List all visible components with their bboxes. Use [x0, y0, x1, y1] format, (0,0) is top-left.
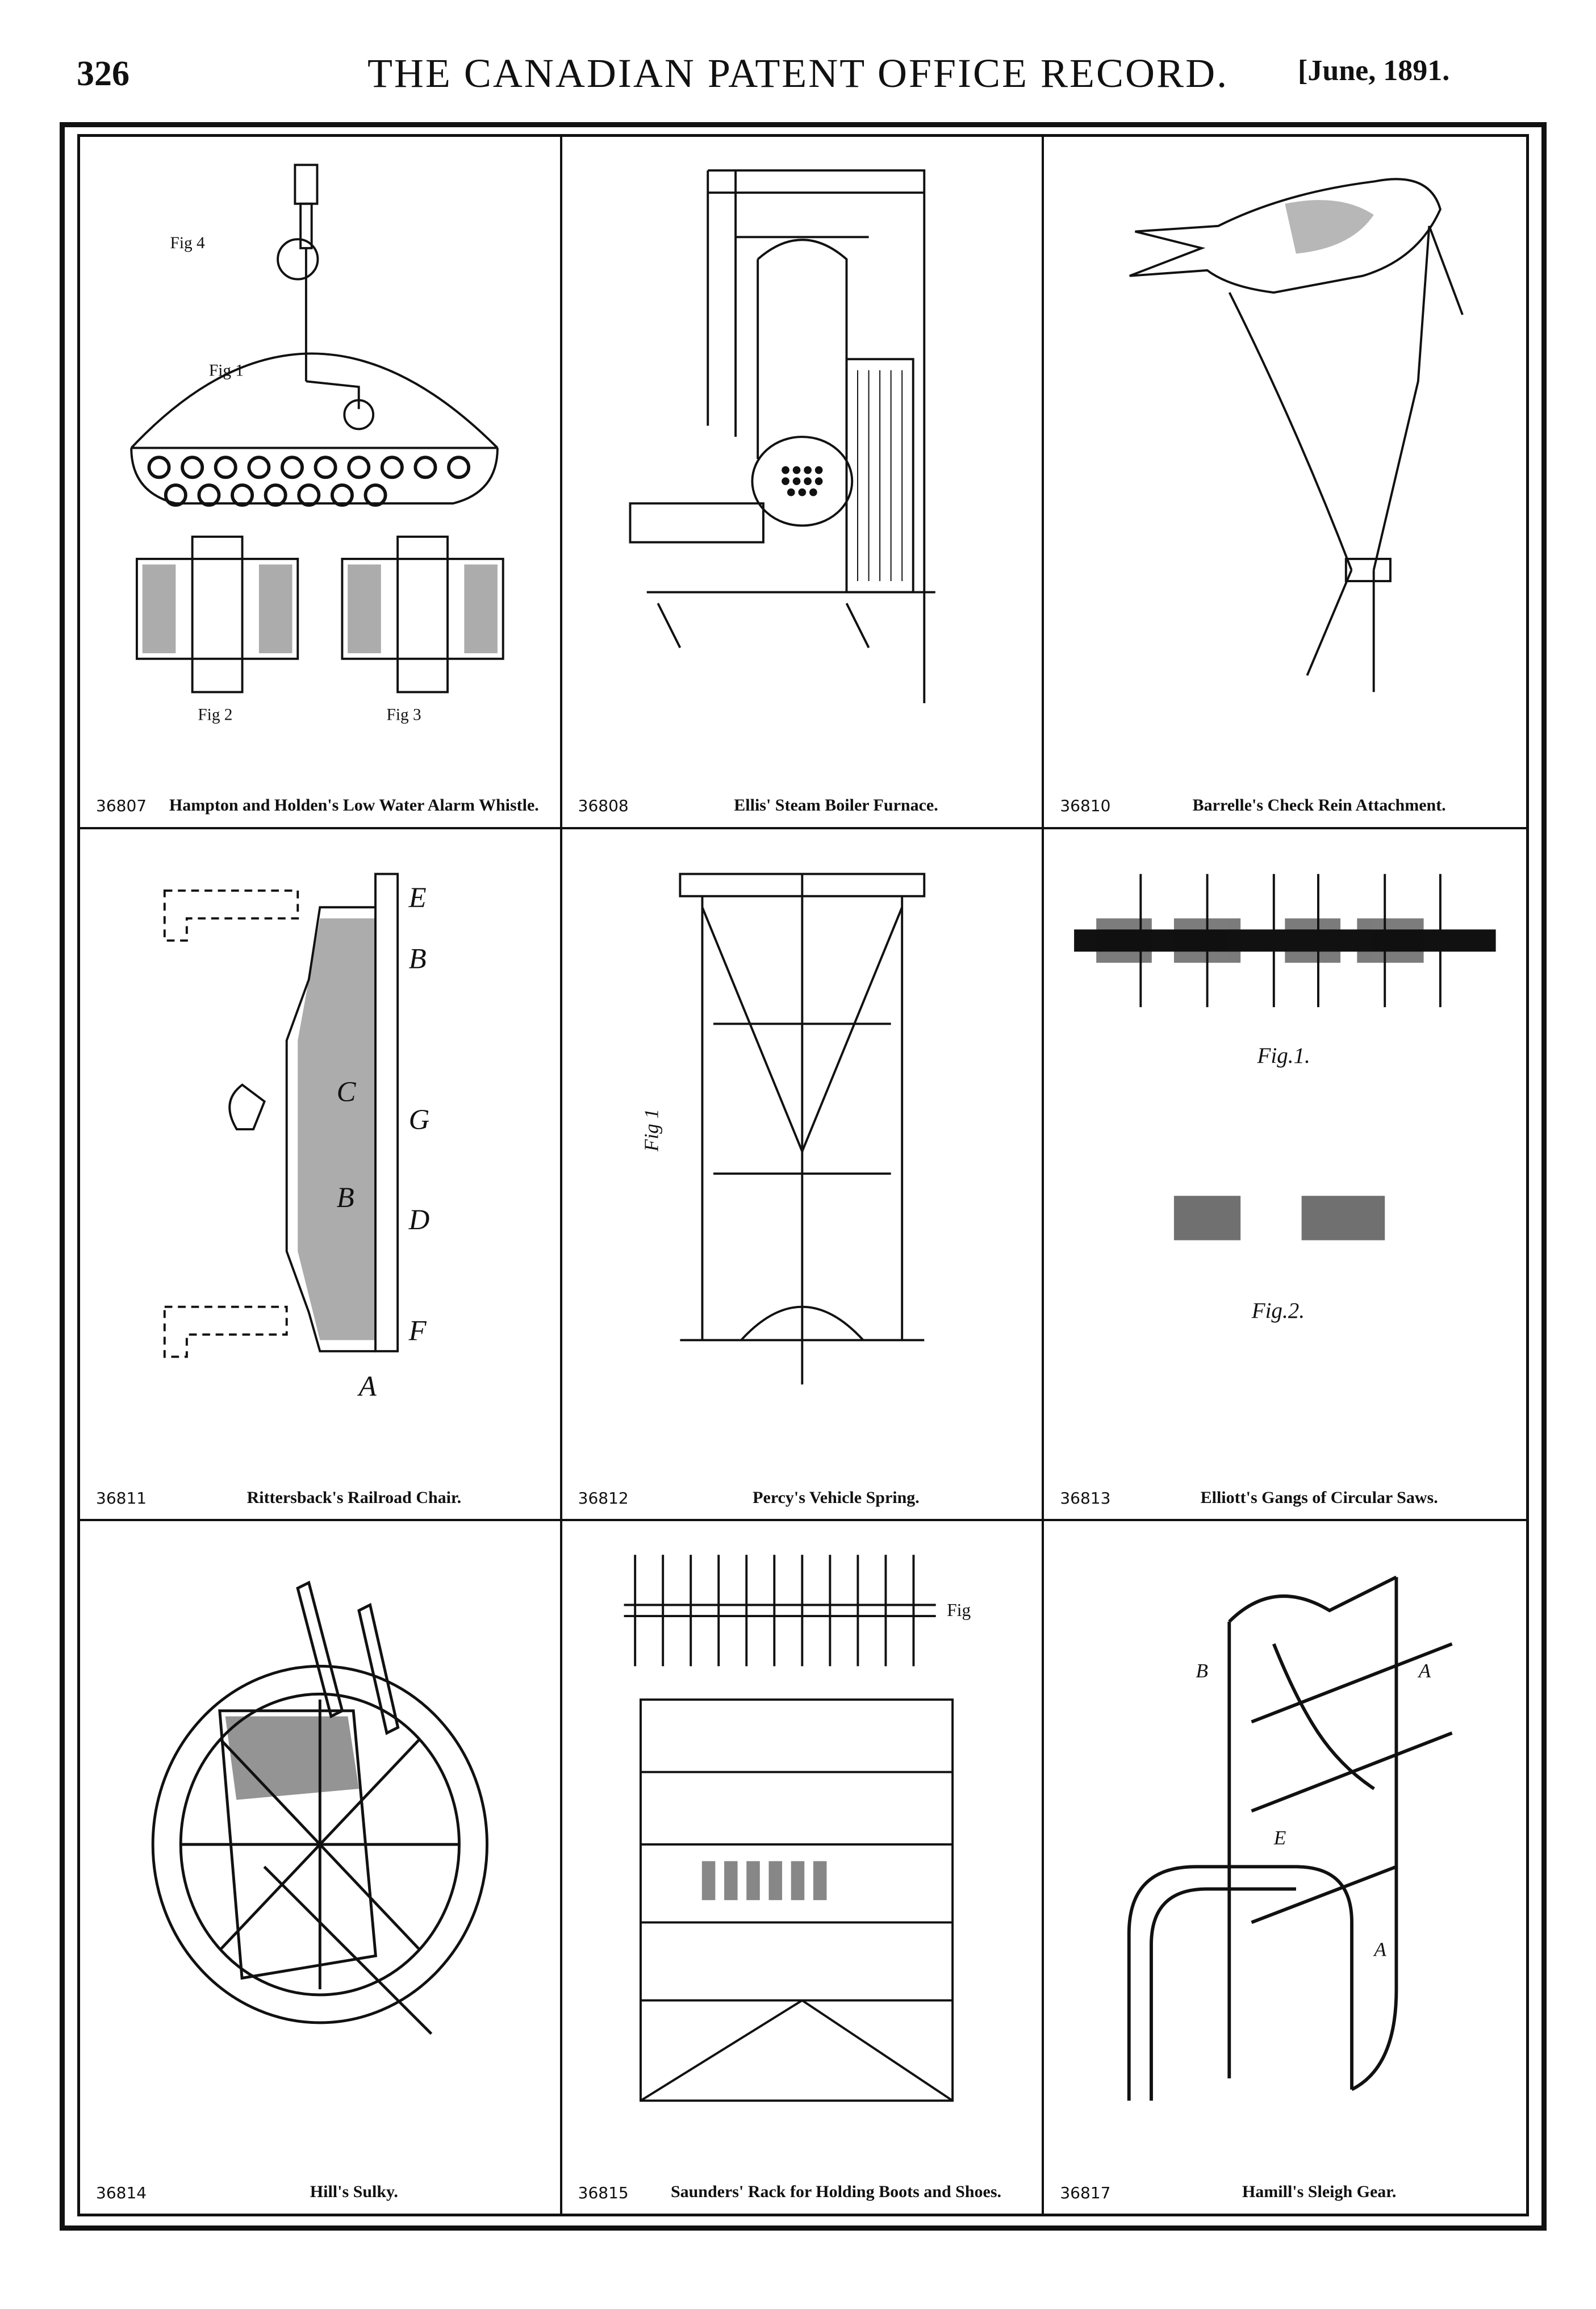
svg-text:A: A	[357, 1370, 377, 1402]
patent-number: 36808	[578, 796, 629, 816]
svg-text:A: A	[1373, 1939, 1387, 1961]
svg-text:C: C	[337, 1076, 357, 1108]
patent-drawing-alarm-whistle: Fig 4 Fig 1 Fig 2 Fig 3	[97, 148, 543, 759]
patent-title: Hill's Sulky.	[310, 2182, 398, 2202]
patent-cell: Fig 1 36812 Percy's Vehicle Spring.	[562, 829, 1044, 1522]
patent-cell: Fig 4 Fig 1 Fig 2 Fig 3 36807 Hampton an…	[80, 137, 562, 829]
patent-number: 36813	[1060, 1489, 1111, 1508]
svg-text:A: A	[1418, 1660, 1431, 1682]
patent-caption: 36808 Ellis' Steam Boiler Furnace.	[578, 796, 1026, 816]
patent-title: Percy's Vehicle Spring.	[753, 1488, 920, 1507]
svg-text:Fig 1: Fig 1	[209, 362, 244, 380]
patent-title: Ellis' Steam Boiler Furnace.	[734, 796, 938, 815]
plate-inner-frame: Fig 4 Fig 1 Fig 2 Fig 3 36807 Hampton an…	[77, 134, 1529, 2216]
patent-title: Saunders' Rack for Holding Boots and Sho…	[670, 2182, 1002, 2202]
page-number: 326	[77, 55, 129, 93]
svg-text:G: G	[409, 1104, 430, 1135]
page-header: 326 THE CANADIAN PATENT OFFICE RECORD. […	[0, 0, 1596, 114]
svg-text:Fig 2: Fig 2	[198, 705, 232, 724]
patent-number: 36807	[96, 796, 147, 816]
patent-cell: 36814 Hill's Sulky.	[80, 1521, 562, 2214]
patent-caption: 36811 Rittersback's Railroad Chair.	[96, 1488, 544, 1508]
svg-text:Fig.1.: Fig.1.	[1257, 1043, 1310, 1067]
patent-drawing-circular-saws: Fig.1. Fig.2.	[1061, 841, 1509, 1451]
patent-title: Barrelle's Check Rein Attachment.	[1192, 796, 1446, 815]
patent-drawing-vehicle-spring: Fig 1	[579, 841, 1025, 1451]
svg-text:Fig.2.: Fig.2.	[1251, 1298, 1305, 1323]
svg-text:Fig 1: Fig 1	[640, 1109, 662, 1152]
patent-title: Hampton and Holden's Low Water Alarm Whi…	[169, 796, 539, 815]
patent-drawing-check-rein	[1061, 148, 1509, 759]
patent-title: Rittersback's Railroad Chair.	[246, 1488, 462, 1507]
svg-text:Fig: Fig	[947, 1600, 971, 1620]
patent-number: 36817	[1060, 2183, 1111, 2202]
issue-date: [June, 1891.	[1298, 55, 1450, 87]
svg-text:Fig 4: Fig 4	[170, 234, 205, 252]
patent-drawing-sleigh-gear: B E A A	[1061, 1533, 1509, 2145]
patent-cell: 36808 Ellis' Steam Boiler Furnace.	[562, 137, 1044, 829]
patent-cell: Fig.1. Fig.2. 36813 Elliott's Gangs of C…	[1044, 829, 1526, 1522]
patent-cell: B E A A 36817 Hamill's Sleigh Gear.	[1044, 1521, 1526, 2214]
patent-drawing-boot-rack: Fig	[579, 1533, 1025, 2145]
patent-caption: 36807 Hampton and Holden's Low Water Ala…	[96, 796, 544, 816]
patent-number: 36814	[96, 2183, 147, 2202]
svg-text:Fig 3: Fig 3	[387, 705, 421, 724]
svg-text:E: E	[1273, 1827, 1286, 1849]
patent-caption: 36815 Saunders' Rack for Holding Boots a…	[578, 2182, 1026, 2202]
patent-number: 36815	[578, 2183, 629, 2202]
patent-caption: 36817 Hamill's Sleigh Gear.	[1060, 2182, 1510, 2202]
publication-title: THE CANADIAN PATENT OFFICE RECORD.	[367, 51, 1229, 96]
svg-text:D: D	[408, 1204, 430, 1235]
patent-caption: 36810 Barrelle's Check Rein Attachment.	[1060, 796, 1510, 816]
patent-title: Elliott's Gangs of Circular Saws.	[1200, 1488, 1438, 1507]
patent-number: 36811	[96, 1489, 147, 1508]
patent-title: Hamill's Sleigh Gear.	[1242, 2182, 1397, 2202]
patent-cell: 36810 Barrelle's Check Rein Attachment.	[1044, 137, 1526, 829]
patent-caption: 36814 Hill's Sulky.	[96, 2182, 544, 2202]
svg-text:F: F	[408, 1314, 427, 1346]
patent-caption: 36812 Percy's Vehicle Spring.	[578, 1488, 1026, 1508]
patent-cell: Fig 36815 Saunders' Rack for Holding Boo…	[562, 1521, 1044, 2214]
patent-number: 36810	[1060, 796, 1111, 816]
patent-number: 36812	[578, 1489, 629, 1508]
patent-drawing-boiler-furnace	[579, 148, 1025, 759]
svg-text:B: B	[409, 942, 427, 974]
svg-text:E: E	[408, 882, 427, 913]
patent-drawing-sulky	[97, 1533, 543, 2145]
patent-caption: 36813 Elliott's Gangs of Circular Saws.	[1060, 1488, 1510, 1508]
svg-text:B: B	[337, 1181, 354, 1213]
patent-grid: Fig 4 Fig 1 Fig 2 Fig 3 36807 Hampton an…	[80, 137, 1526, 2214]
plate-frame: Fig 4 Fig 1 Fig 2 Fig 3 36807 Hampton an…	[60, 122, 1547, 2231]
svg-text:B: B	[1196, 1660, 1209, 1682]
